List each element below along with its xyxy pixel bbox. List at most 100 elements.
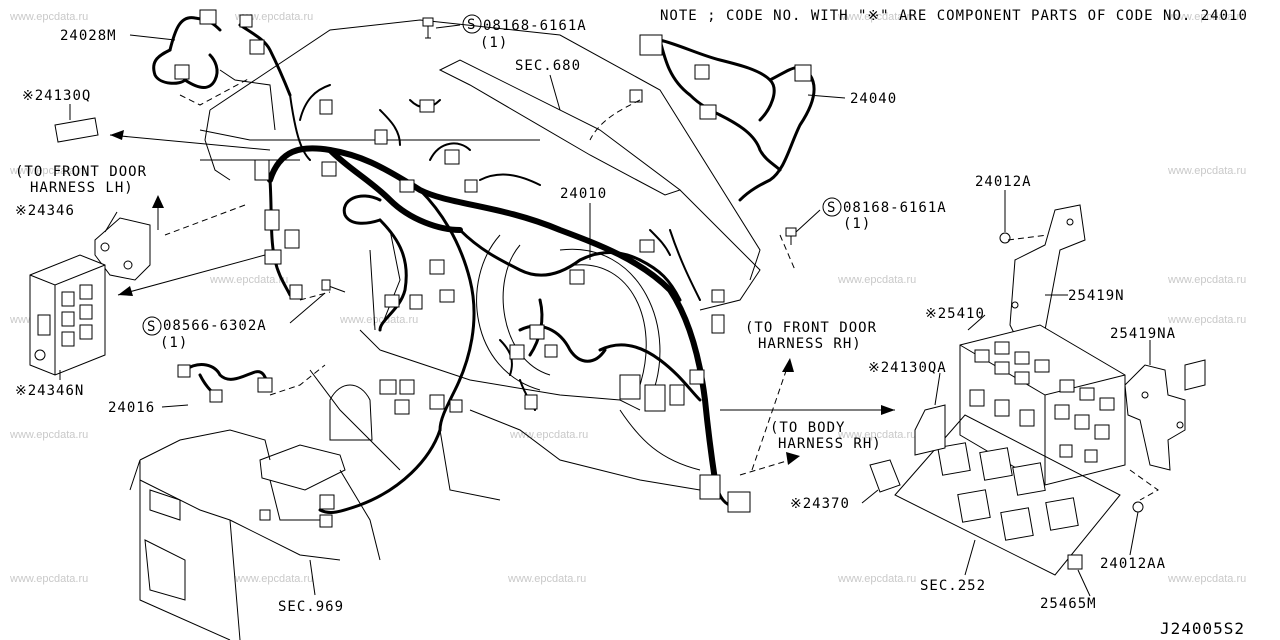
watermark: www.epcdata.ru (9, 429, 88, 441)
label-24130Q: ※24130Q (22, 88, 91, 104)
label-08566-qty: (1) (160, 335, 188, 351)
watermark: www.epcdata.ru (9, 165, 88, 177)
watermark: www.epcdata.ru (507, 573, 586, 585)
s-marks: S S S (142, 14, 842, 336)
label-24040: 24040 (850, 91, 897, 107)
part-24130Q (54, 117, 99, 143)
watermark: www.epcdata.ru (1167, 573, 1246, 585)
connector (379, 379, 397, 395)
connector (444, 149, 460, 165)
label-sec680: SEC.680 (515, 58, 581, 74)
label-body-rh-1: (TO BODY (770, 420, 845, 436)
watermark: www.epcdata.ru (339, 314, 418, 326)
watermark: www.epcdata.ru (1167, 314, 1246, 326)
part-25419NA (1124, 364, 1186, 471)
connector (429, 394, 445, 410)
watermark: www.epcdata.ru (9, 11, 88, 23)
label-24346N: ※24346N (15, 383, 84, 399)
connector (319, 514, 333, 528)
connector (644, 384, 666, 412)
part-24346N (29, 254, 106, 376)
s-mark-label: S (467, 17, 476, 33)
main-harness-24010 (267, 84, 742, 514)
label-front-door-rh-2: HARNESS RH) (758, 336, 862, 352)
connector (284, 229, 300, 249)
connector (409, 294, 423, 310)
watermark: www.epcdata.ru (1167, 165, 1246, 177)
connector (264, 209, 280, 231)
left-parts (29, 117, 346, 403)
label-08168-mid: 08168-6161A (843, 200, 947, 216)
watermark: www.epcdata.ru (837, 274, 916, 286)
connector (464, 179, 478, 193)
leader-lines (59, 24, 1151, 597)
label-24028M: 24028M (60, 28, 117, 44)
harness-24028M (152, 9, 292, 106)
connector (639, 239, 655, 253)
connector (399, 179, 415, 193)
label-24012AA: 24012AA (1100, 556, 1166, 572)
connector (449, 399, 463, 413)
connector (509, 344, 525, 360)
label-sec969: SEC.969 (278, 599, 344, 615)
connector (374, 129, 388, 145)
label-front-door-lh-2: HARNESS LH) (30, 180, 134, 196)
label-25419N: 25419N (1068, 288, 1125, 304)
note-text: NOTE ; CODE NO. WITH "※" ARE COMPONENT P… (660, 8, 1248, 24)
watermark: www.epcdata.ru (837, 429, 916, 441)
part-25419N (1009, 204, 1086, 346)
label-24346: ※24346 (15, 203, 75, 219)
connector (529, 324, 545, 340)
harness-24040 (589, 34, 816, 202)
watermark: www.epcdata.ru (837, 573, 916, 585)
connector (544, 344, 558, 358)
label-front-door-rh-1: (TO FRONT DOOR (745, 320, 877, 336)
label-24130QA: ※24130QA (868, 360, 947, 376)
part-24130QA (914, 404, 946, 456)
label-25465M: 25465M (1040, 596, 1097, 612)
connector (254, 159, 270, 181)
connector (689, 369, 705, 385)
connector (264, 249, 282, 265)
s-mark-label: S (827, 200, 836, 216)
connector (669, 384, 685, 406)
watermark: www.epcdata.ru (1167, 274, 1246, 286)
connector (319, 494, 335, 510)
connector (727, 491, 751, 513)
watermark: www.epcdata.ru (837, 11, 916, 23)
connector (394, 399, 410, 415)
right-parts (422, 17, 1206, 576)
connector (321, 161, 337, 177)
connector (569, 269, 585, 285)
connector (289, 284, 303, 300)
label-08168-top: 08168-6161A (483, 18, 587, 34)
connector (439, 289, 455, 303)
connector (399, 379, 415, 395)
watermark: www.epcdata.ru (234, 573, 313, 585)
part-25465M (1067, 554, 1083, 570)
connector (429, 259, 445, 275)
label-24012A: 24012A (975, 174, 1032, 190)
connector (619, 374, 641, 400)
label-sec252: SEC.252 (920, 578, 986, 594)
connector (711, 289, 725, 303)
relay-panel-sec252 (894, 414, 1121, 576)
label-08168-top-qty: (1) (480, 35, 508, 51)
label-front-door-lh-1: (TO FRONT DOOR (15, 164, 147, 180)
part-labels: 24028M ※24130Q (TO FRONT DOOR HARNESS LH… (15, 18, 1244, 638)
s-mark-label: S (147, 319, 156, 335)
label-25410: ※25410 (925, 306, 985, 322)
watermark: www.epcdata.ru (509, 429, 588, 441)
harness-connectors (254, 99, 751, 528)
label-08168-mid-qty: (1) (843, 216, 871, 232)
part-24370 (869, 459, 901, 493)
instrument-panel-outline (129, 19, 761, 640)
connector (524, 394, 538, 410)
part-24346 (94, 217, 151, 281)
label-25419NA: 25419NA (1110, 326, 1176, 342)
label-24016: 24016 (108, 400, 155, 416)
connector (319, 99, 333, 115)
label-body-rh-2: HARNESS RH) (778, 436, 882, 452)
